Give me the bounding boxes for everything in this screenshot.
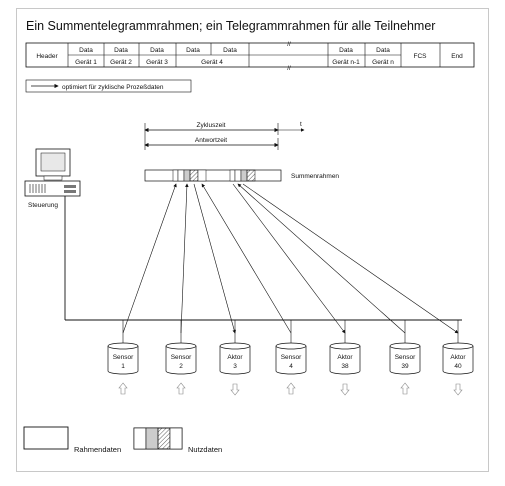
header-cell: Header xyxy=(36,53,58,60)
device-3-line1: Aktor xyxy=(227,354,243,361)
time-axis-label: t xyxy=(300,121,302,128)
device-38-line2: 38 xyxy=(341,363,349,370)
up-arrow-icon xyxy=(286,382,296,395)
col6-bottom: Gerät n-1 xyxy=(332,59,360,66)
timing-bars: t Zykluszeit Antwortzeit xyxy=(144,121,305,150)
down-arrow-icon xyxy=(453,383,463,396)
device-2-line1: Sensor xyxy=(171,354,192,361)
col7-bottom: Gerät n xyxy=(372,59,394,66)
device-sensor-39: Sensor 39 xyxy=(389,320,421,395)
device-39-line2: 39 xyxy=(401,363,409,370)
diagram-frame xyxy=(16,8,489,472)
device-1-line1: Sensor xyxy=(113,354,134,361)
steuerung-label: Steuerung xyxy=(28,202,58,209)
device-3-line2: 3 xyxy=(233,363,237,370)
down-arrow-icon xyxy=(230,383,240,396)
device-38-line1: Aktor xyxy=(337,354,353,361)
device-sensor-1: Sensor 1 xyxy=(107,320,139,395)
devices: Sensor 1 Sensor 2 Aktor 3 Sensor xyxy=(107,320,474,396)
up-arrow-icon xyxy=(118,382,128,395)
fcs-cell: FCS xyxy=(414,53,428,60)
device-40-line1: Aktor xyxy=(450,354,466,361)
legend-rahmendaten-label: Rahmendaten xyxy=(74,445,121,454)
col6-top: Data xyxy=(339,47,353,54)
optim-note: optimiert für zyklische Prozeßdaten xyxy=(25,79,192,93)
col4-bottom: Gerät 4 xyxy=(201,59,223,66)
legend: Rahmendaten Nutzdaten xyxy=(23,426,222,454)
bus-line xyxy=(64,196,462,321)
diagram-title: Ein Summentelegrammrahmen; ein Telegramm… xyxy=(26,19,435,33)
col5-top: Data xyxy=(223,47,237,54)
antwortzeit-label: Antwortzeit xyxy=(195,137,227,144)
frame-table: Header Data Gerät 1 Data Gerät 2 Data Ge… xyxy=(25,41,475,72)
device-sensor-4: Sensor 4 xyxy=(275,320,307,395)
break-mark-bottom: // xyxy=(287,65,291,72)
zykluszeit-label: Zykluszeit xyxy=(197,122,226,129)
device-39-line1: Sensor xyxy=(395,354,416,361)
device-4-line2: 4 xyxy=(289,363,293,370)
summenrahmen: Summenrahmen xyxy=(144,169,339,182)
device-4-line1: Sensor xyxy=(281,354,302,361)
optim-note-text: optimiert für zyklische Prozeßdaten xyxy=(62,84,164,91)
device-sensor-2: Sensor 2 xyxy=(165,320,197,395)
legend-nutzdaten-swatch xyxy=(133,427,183,450)
device-aktor-38: Aktor 38 xyxy=(329,320,361,396)
device-aktor-40: Aktor 40 xyxy=(442,320,474,396)
col4a-top: Data xyxy=(186,47,200,54)
connection-arrows xyxy=(122,183,459,334)
break-mark-top: // xyxy=(287,41,291,48)
col1-bottom: Gerät 1 xyxy=(75,59,97,66)
computer-icon xyxy=(24,148,81,197)
device-40-line2: 40 xyxy=(454,363,462,370)
up-arrow-icon xyxy=(400,382,410,395)
end-cell: End xyxy=(451,53,463,60)
legend-nutzdaten-label: Nutzdaten xyxy=(188,445,222,454)
col2-top: Data xyxy=(114,47,128,54)
col7-top: Data xyxy=(376,47,390,54)
col2-bottom: Gerät 2 xyxy=(110,59,132,66)
legend-rahmendaten-swatch xyxy=(23,426,69,450)
device-1-line2: 1 xyxy=(121,363,125,370)
col1-top: Data xyxy=(79,47,93,54)
col3-top: Data xyxy=(150,47,164,54)
device-aktor-3: Aktor 3 xyxy=(219,320,251,396)
summenrahmen-label: Summenrahmen xyxy=(291,173,339,180)
col3-bottom: Gerät 3 xyxy=(146,59,168,66)
up-arrow-icon xyxy=(176,382,186,395)
down-arrow-icon xyxy=(340,383,350,396)
device-2-line2: 2 xyxy=(179,363,183,370)
